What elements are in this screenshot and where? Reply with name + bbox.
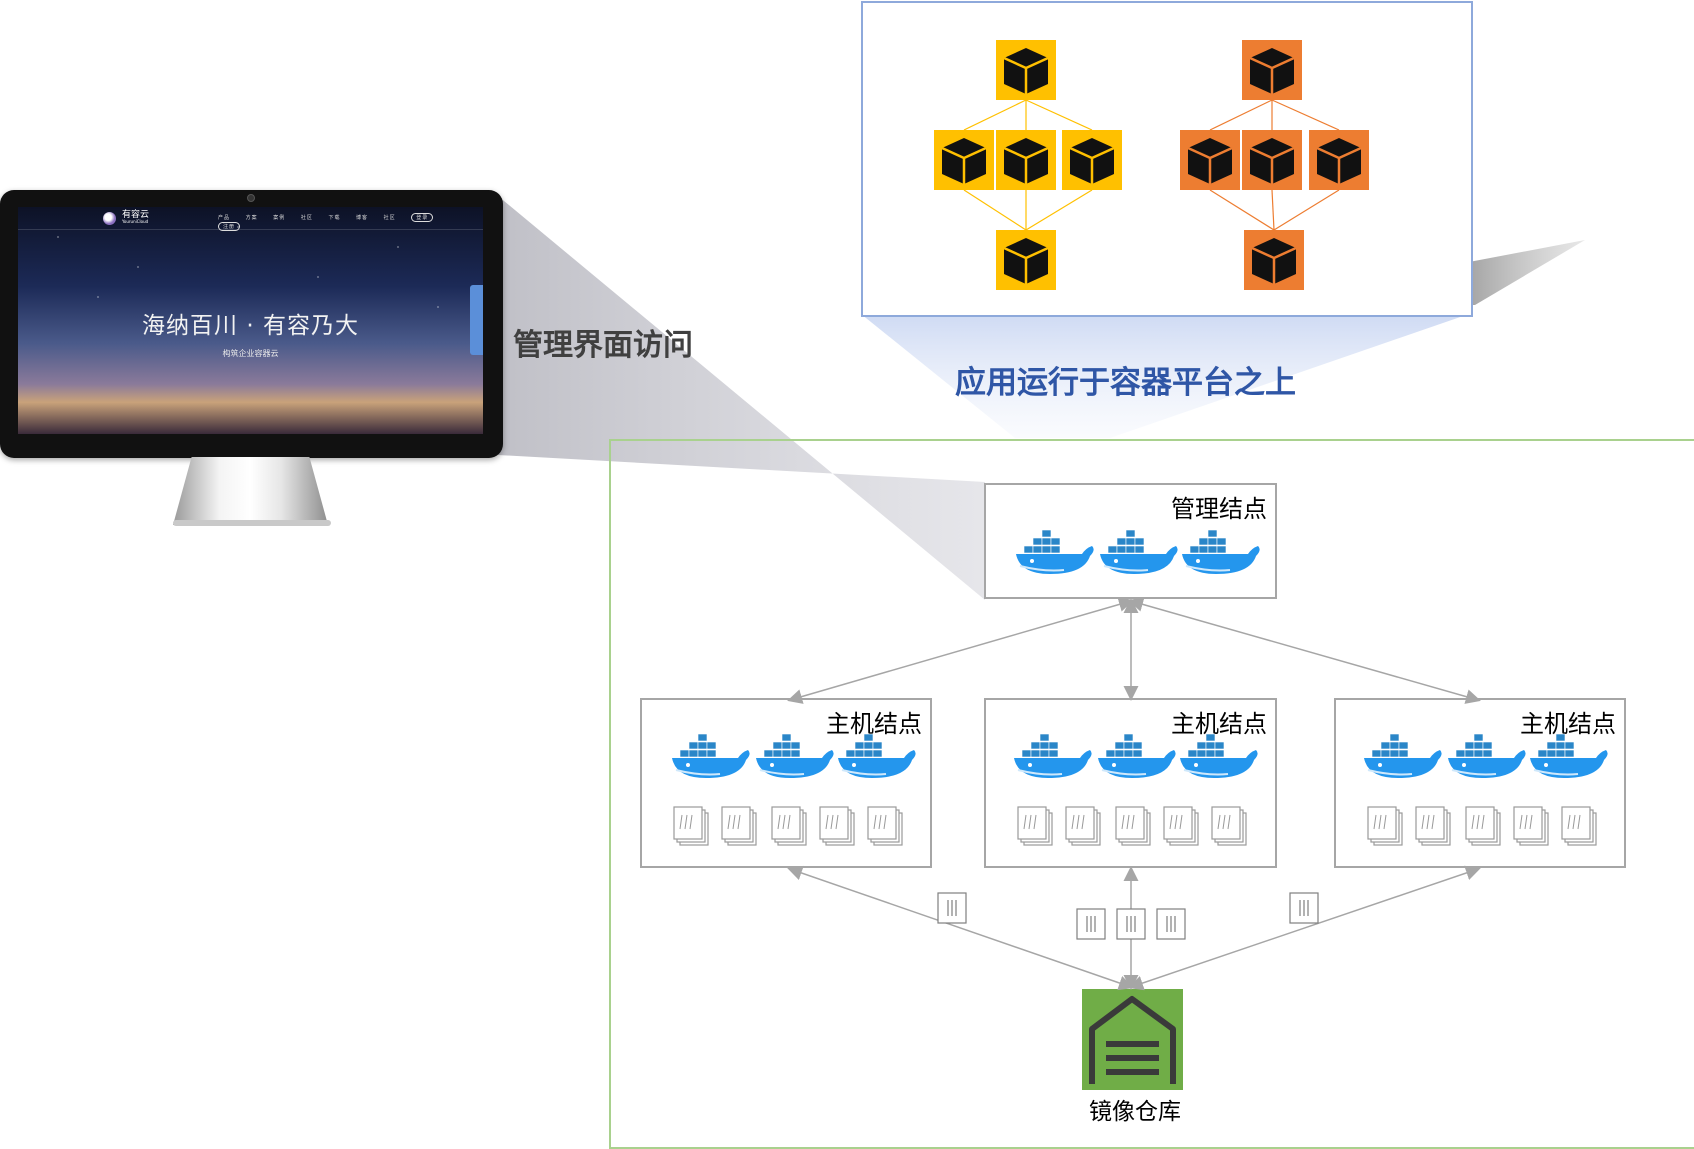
- image-stack-icon: [1513, 806, 1549, 846]
- container-cube-icon: [996, 40, 1056, 100]
- nav-item[interactable]: 下载: [328, 215, 341, 221]
- docker-whale-icon: [1097, 733, 1177, 779]
- docker-whale-icon: [755, 733, 835, 779]
- docker-whale-icon: [1181, 529, 1261, 575]
- docker-whale-icon: [1447, 733, 1527, 779]
- pull-arrow: [787, 865, 1134, 991]
- app-box-shadow: [1469, 240, 1585, 305]
- projection-beam: [498, 196, 985, 600]
- login-button[interactable]: 登录: [411, 213, 434, 222]
- registry-label: 镜像仓库: [1089, 1099, 1181, 1125]
- image-layer-icon: [1076, 908, 1106, 940]
- cube-link: [1209, 189, 1275, 231]
- container-cube-icon: [996, 130, 1056, 190]
- app-beam: [861, 314, 1469, 438]
- monitor-stand: [173, 457, 328, 525]
- cube-link: [1209, 99, 1273, 131]
- docker-whale-icon: [1179, 733, 1259, 779]
- cube-link: [1271, 189, 1275, 231]
- manager-node-label: 管理结点: [1171, 495, 1267, 523]
- register-button[interactable]: 注册: [218, 222, 241, 231]
- cube-link: [1273, 189, 1340, 231]
- logo-icon: [103, 212, 116, 225]
- container-cube-icon: [1244, 230, 1304, 290]
- image-stack-icon: [1367, 806, 1403, 846]
- image-stack-icon: [1211, 806, 1247, 846]
- image-stack-icon: [1065, 806, 1101, 846]
- docker-whale-icon: [1363, 733, 1443, 779]
- app-platform-label: 应用运行于容器平台之上: [955, 365, 1296, 401]
- image-layer-icon: [1156, 908, 1186, 940]
- container-cube-icon: [1309, 130, 1369, 190]
- sync-arrow: [787, 597, 1134, 704]
- docker-whale-icon: [1099, 529, 1179, 575]
- management-access-label: 管理界面访问: [513, 328, 693, 363]
- image-layer-icon: [937, 892, 967, 924]
- docker-whale-icon: [1013, 733, 1093, 779]
- image-stack-icon: [1115, 806, 1151, 846]
- cube-link: [1271, 99, 1340, 131]
- cube-link: [1025, 99, 1093, 131]
- container-cube-icon: [1180, 130, 1240, 190]
- pull-arrow: [1128, 865, 1481, 991]
- cube-link: [963, 99, 1027, 131]
- nav-item[interactable]: 案例: [273, 215, 286, 221]
- container-cube-icon: [1242, 40, 1302, 100]
- docker-whale-icon: [1015, 529, 1095, 575]
- docker-whale-icon: [837, 733, 917, 779]
- nav-item[interactable]: 社区: [383, 215, 396, 221]
- image-stack-icon: [1561, 806, 1597, 846]
- nav-item[interactable]: 博客: [356, 215, 369, 221]
- website-slogan: 海纳百川 · 有容乃大: [142, 313, 359, 339]
- cube-link: [963, 189, 1027, 231]
- cube-link: [1025, 189, 1093, 231]
- image-stack-icon: [1415, 806, 1451, 846]
- container-cube-icon: [996, 230, 1056, 290]
- nav-item[interactable]: 方案: [245, 215, 258, 221]
- sync-arrow: [1128, 597, 1481, 704]
- image-stack-icon: [819, 806, 855, 846]
- host-node-label: 主机结点: [1520, 710, 1616, 738]
- camera-icon: [247, 194, 255, 202]
- website-navbar: 有容云 YouruniCloud 产品 方案 案例 社区 下载 博客 社区 登录…: [18, 207, 483, 231]
- nav-item[interactable]: 社区: [300, 215, 313, 221]
- application-box: [861, 1, 1473, 317]
- container-cube-icon: [934, 130, 994, 190]
- image-stack-icon: [1465, 806, 1501, 846]
- website-sub-slogan: 构筑企业容器云: [222, 349, 279, 358]
- registry-icon: [1082, 989, 1183, 1090]
- container-cube-icon: [1242, 130, 1302, 190]
- host-node-label: 主机结点: [1171, 710, 1267, 738]
- nav-item[interactable]: 产品: [218, 215, 231, 221]
- image-layer-icon: [1116, 908, 1146, 940]
- website-logo: 有容云 YouruniCloud: [122, 210, 150, 224]
- docker-whale-icon: [671, 733, 751, 779]
- image-stack-icon: [1163, 806, 1199, 846]
- container-cube-icon: [1062, 130, 1122, 190]
- monitor: 有容云 YouruniCloud 产品 方案 案例 社区 下载 博客 社区 登录…: [0, 190, 503, 458]
- docker-whale-icon: [1529, 733, 1609, 779]
- website-nav-links: 产品 方案 案例 社区 下载 博客 社区 登录 注册: [218, 213, 483, 231]
- image-layer-icon: [1289, 892, 1319, 924]
- side-contact-tab[interactable]: [470, 285, 483, 355]
- host-node-label: 主机结点: [826, 710, 922, 738]
- image-stack-icon: [771, 806, 807, 846]
- monitor-screen: 有容云 YouruniCloud 产品 方案 案例 社区 下载 博客 社区 登录…: [18, 207, 483, 434]
- image-stack-icon: [867, 806, 903, 846]
- monitor-stand-base: [173, 520, 331, 526]
- image-stack-icon: [673, 806, 709, 846]
- image-stack-icon: [721, 806, 757, 846]
- image-stack-icon: [1017, 806, 1053, 846]
